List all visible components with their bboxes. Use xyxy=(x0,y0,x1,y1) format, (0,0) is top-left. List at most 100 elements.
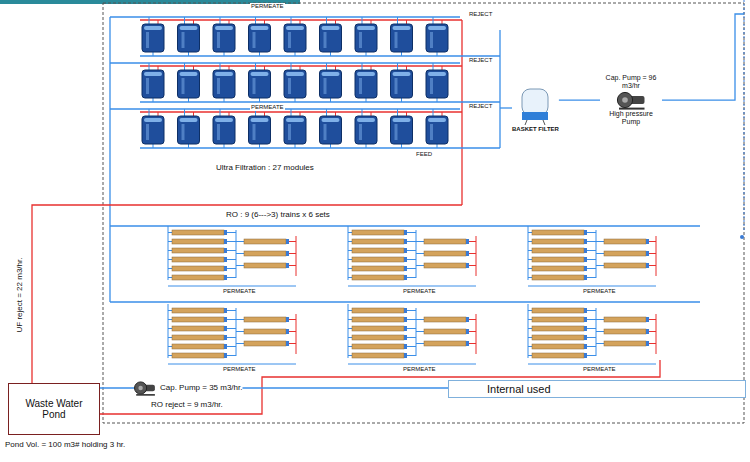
module-stub xyxy=(229,112,230,116)
ro-stub xyxy=(407,346,416,347)
ro-stub xyxy=(348,337,352,338)
pump-base xyxy=(136,394,155,396)
node-text: BASKET FILTER xyxy=(512,126,559,133)
uf-module xyxy=(178,24,200,52)
uf-module-shine xyxy=(253,32,256,48)
ro-stub xyxy=(236,265,244,266)
ro-feed-header xyxy=(110,225,700,226)
ro-stub xyxy=(528,241,532,242)
ro-stub xyxy=(407,250,416,251)
ro-stub xyxy=(528,337,532,338)
ro-stub xyxy=(528,277,532,278)
ro-end-cap xyxy=(466,239,469,244)
ro-permeate-pipe xyxy=(348,286,476,287)
ro-membrane xyxy=(424,317,466,322)
ro-end-cap xyxy=(224,275,227,280)
uf-module xyxy=(284,24,306,52)
ro-membrane xyxy=(172,248,224,253)
ro-stub xyxy=(416,241,424,242)
ro-end-cap xyxy=(224,308,227,313)
ro-stub xyxy=(348,259,352,260)
ro-membrane xyxy=(172,335,224,340)
ro-end-cap xyxy=(584,326,587,331)
uf-module xyxy=(249,70,271,98)
uf-module-cap xyxy=(322,26,340,30)
pipe-label: PERMEATE xyxy=(250,104,285,111)
ro-end-cap xyxy=(466,317,469,322)
pipe-label: PERMEATE xyxy=(402,366,437,373)
supply-pipe xyxy=(662,14,744,100)
ro-membrane xyxy=(532,230,584,235)
ro-membrane xyxy=(604,329,646,334)
ro-end-cap xyxy=(404,326,407,331)
ro-stub xyxy=(168,355,172,356)
ro-membrane xyxy=(532,266,584,271)
ro-stub xyxy=(596,319,604,320)
module-stub xyxy=(371,20,372,24)
node-text: Waste Water Pond xyxy=(23,398,85,421)
module-stub xyxy=(401,144,402,148)
module-stub xyxy=(259,52,260,56)
ro-membrane xyxy=(172,230,224,235)
ro-membrane xyxy=(532,344,584,349)
module-stub xyxy=(300,112,301,116)
ro-end-cap xyxy=(584,335,587,340)
module-stub xyxy=(264,112,265,116)
ro-end-cap xyxy=(646,263,649,268)
pump-eye xyxy=(138,386,142,390)
uf-module xyxy=(426,116,448,144)
uf-module xyxy=(213,70,235,98)
ro-end-cap xyxy=(404,275,407,280)
pipe-connector xyxy=(243,387,449,388)
uf-module-shine xyxy=(430,124,433,140)
ro-end-cap xyxy=(224,335,227,340)
module-stub xyxy=(291,109,292,116)
uf-module-shine xyxy=(182,32,185,48)
module-stub xyxy=(442,20,443,24)
ro-stub xyxy=(416,265,424,266)
pump-base xyxy=(619,108,645,110)
ro-stub xyxy=(587,346,596,347)
ro-stub xyxy=(168,328,172,329)
ro-stub xyxy=(469,343,476,344)
module-stub xyxy=(442,112,443,116)
ro-stub xyxy=(596,331,604,332)
pipe-label: PERMEATE xyxy=(582,288,617,295)
uf-module-shine xyxy=(395,32,398,48)
uf-module-shine xyxy=(430,78,433,94)
module-stub xyxy=(433,109,434,116)
filter-node: BASKET FILTER xyxy=(512,86,559,133)
ro-permeate-pipe xyxy=(168,286,296,287)
module-stub xyxy=(437,52,438,56)
ro-membrane xyxy=(424,329,466,334)
module-stub xyxy=(193,66,194,70)
permeate-pipe xyxy=(110,16,460,17)
uf-module-shine xyxy=(253,78,256,94)
ro-stub xyxy=(227,232,236,233)
ro-stub xyxy=(168,277,172,278)
ro-stub xyxy=(348,241,352,242)
module-stub xyxy=(300,66,301,70)
ro-permeate-pipe xyxy=(528,364,656,365)
ro-end-cap xyxy=(404,257,407,262)
ro-stub xyxy=(168,346,172,347)
ro-membrane xyxy=(532,317,584,322)
ro-membrane xyxy=(424,341,466,346)
module-group xyxy=(110,17,656,364)
ro-permeate-pipe xyxy=(528,286,656,287)
uf-module-cap xyxy=(357,118,375,122)
pipe-label: PERMEATE xyxy=(582,366,617,373)
ro-end-cap xyxy=(404,308,407,313)
ro-stub xyxy=(587,355,596,356)
pump96-node: Cap. Pump = 96 m3/hrHigh pressure Pump xyxy=(600,74,662,126)
pump-eye xyxy=(622,97,628,103)
ro-membrane xyxy=(424,263,466,268)
ro-stub xyxy=(236,331,244,332)
ro-stub xyxy=(168,250,172,251)
ro-stub xyxy=(407,355,416,356)
uf-module-cap xyxy=(215,72,233,76)
ro-inlet xyxy=(168,226,169,280)
uf-module-shine xyxy=(217,124,220,140)
ro-membrane xyxy=(352,308,404,313)
module-stub xyxy=(153,98,154,102)
